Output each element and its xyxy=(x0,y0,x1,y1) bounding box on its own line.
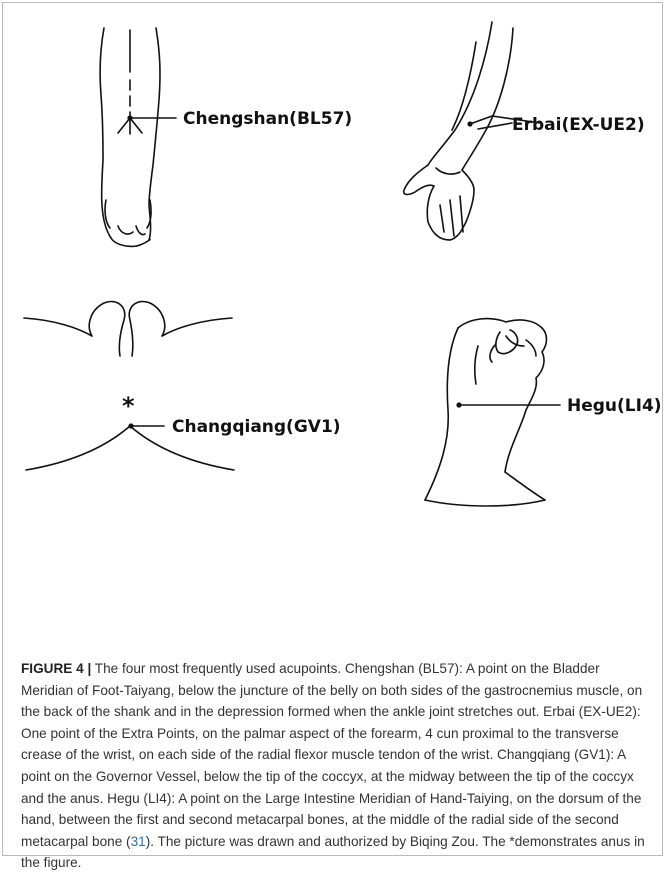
figure-number: FIGURE 4 | xyxy=(21,661,91,676)
thumb xyxy=(404,165,434,195)
buttock-right xyxy=(129,302,164,356)
ankle-bump-left xyxy=(105,200,110,228)
chengshan-label: Chengshan(BL57) xyxy=(183,109,352,129)
heel-outline xyxy=(111,238,150,246)
changqiang-label: Changqiang(GV1) xyxy=(172,417,341,437)
buttocks-drawing xyxy=(24,302,234,470)
reference-link[interactable]: 31 xyxy=(131,834,146,849)
wrist-crease xyxy=(436,168,460,174)
buttock-crease-left xyxy=(24,318,92,336)
leg-drawing xyxy=(100,28,176,246)
buttock-crease-right xyxy=(162,318,232,336)
wrist-outline-left xyxy=(425,328,458,500)
palm xyxy=(427,186,450,240)
erbai-label: Erbai(EX-UE2) xyxy=(512,115,645,135)
arm-outline-upper xyxy=(428,22,492,165)
anus-asterisk: * xyxy=(122,392,135,420)
fist-outline xyxy=(458,319,547,472)
caption-text: The four most frequently used acupoints.… xyxy=(21,661,642,849)
hegu-label: Hegu(LI4) xyxy=(567,396,662,416)
fist-drawing xyxy=(425,319,560,506)
figure-caption: FIGURE 4 | The four most frequently used… xyxy=(21,658,647,874)
acupoint-illustration: Chengshan(BL57) Erbai(EX-UE2) * Changqia… xyxy=(0,0,667,650)
heel-crease xyxy=(118,226,133,234)
heel-crease-2 xyxy=(136,226,145,235)
wrist-right xyxy=(505,472,545,500)
forearm-tendon xyxy=(452,42,476,130)
wrist-bottom xyxy=(425,500,545,506)
buttock-left xyxy=(89,302,124,356)
thumb-fold xyxy=(496,330,518,354)
